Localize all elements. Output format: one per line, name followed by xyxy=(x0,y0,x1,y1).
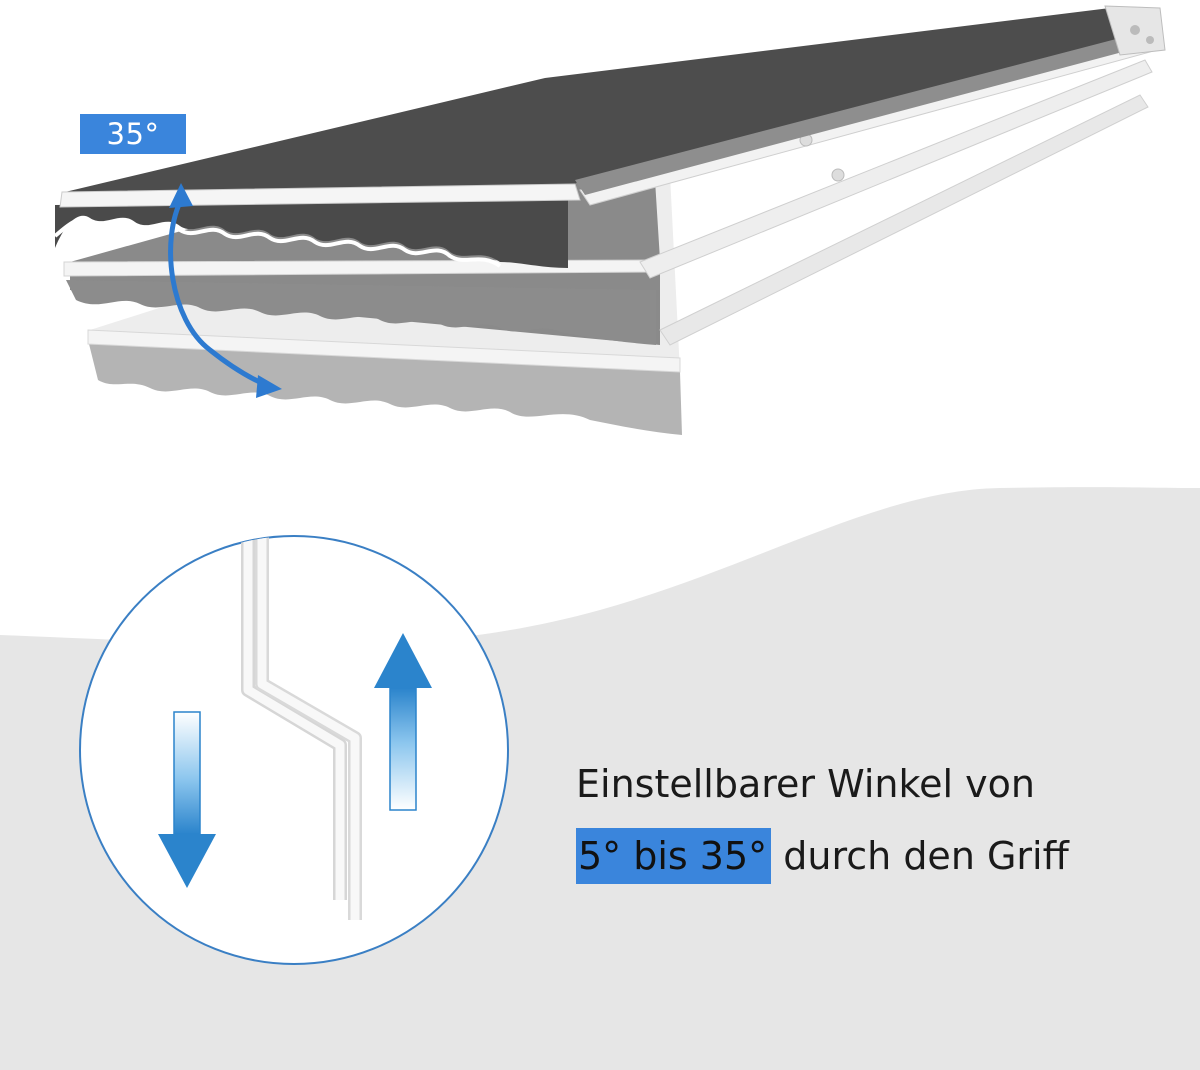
angle-caption: Einstellbarer Winkel von 5° bis 35° durc… xyxy=(576,748,1196,892)
handle-detail-inset xyxy=(79,535,509,965)
awning-main xyxy=(53,5,1166,268)
arrow-up-icon xyxy=(374,633,432,811)
angle-badge: 35° xyxy=(80,114,186,154)
arrow-down-icon xyxy=(158,711,216,888)
caption-line-2: 5° bis 35° durch den Griff xyxy=(576,820,1196,892)
caption-highlight: 5° bis 35° xyxy=(576,828,772,884)
crank-handle-icon xyxy=(241,536,362,920)
double-headed-arc-arrow-icon xyxy=(168,183,282,398)
caption-rest: durch den Griff xyxy=(783,834,1069,878)
caption-line-1: Einstellbarer Winkel von xyxy=(576,762,1035,806)
